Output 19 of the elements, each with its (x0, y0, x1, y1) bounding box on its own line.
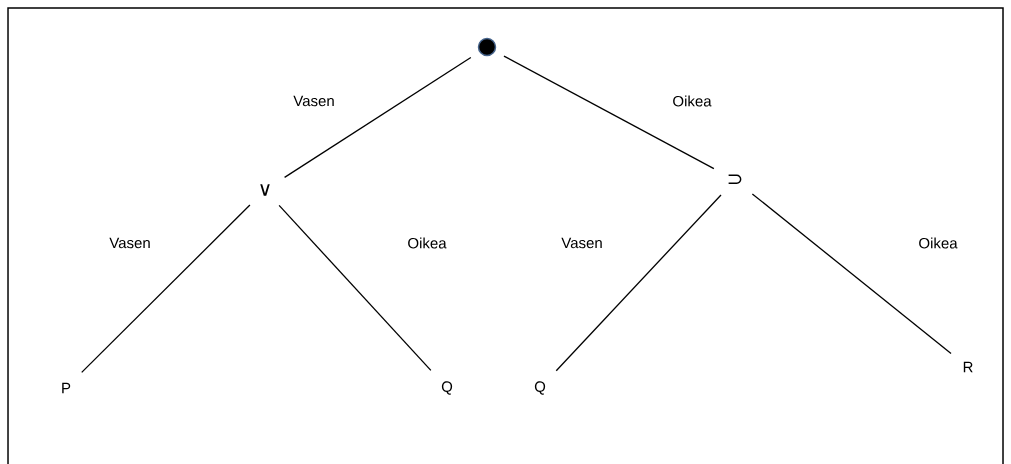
leaf-label: P (62, 382, 71, 394)
branch-line (81, 204, 251, 374)
edge-label: Oikea (673, 95, 712, 107)
edge-label: Vasen (561, 237, 602, 249)
operator-symbol: ⊃ (728, 174, 742, 184)
branch-line (283, 56, 472, 179)
branch-line (751, 193, 952, 355)
branch-line (555, 194, 722, 372)
edge-label: Oikea (408, 237, 447, 249)
leaf-label: Q (441, 381, 453, 395)
edge-label: Vasen (109, 237, 150, 249)
branch-line (278, 204, 432, 372)
root-dot (477, 37, 497, 57)
branch-line (503, 55, 715, 170)
edge-label: Oikea (919, 237, 958, 249)
edge-label: Vasen (293, 95, 334, 107)
operator-symbol: ∨ (260, 184, 270, 196)
leaf-label: R (963, 361, 973, 373)
leaf-label: Q (534, 381, 546, 395)
